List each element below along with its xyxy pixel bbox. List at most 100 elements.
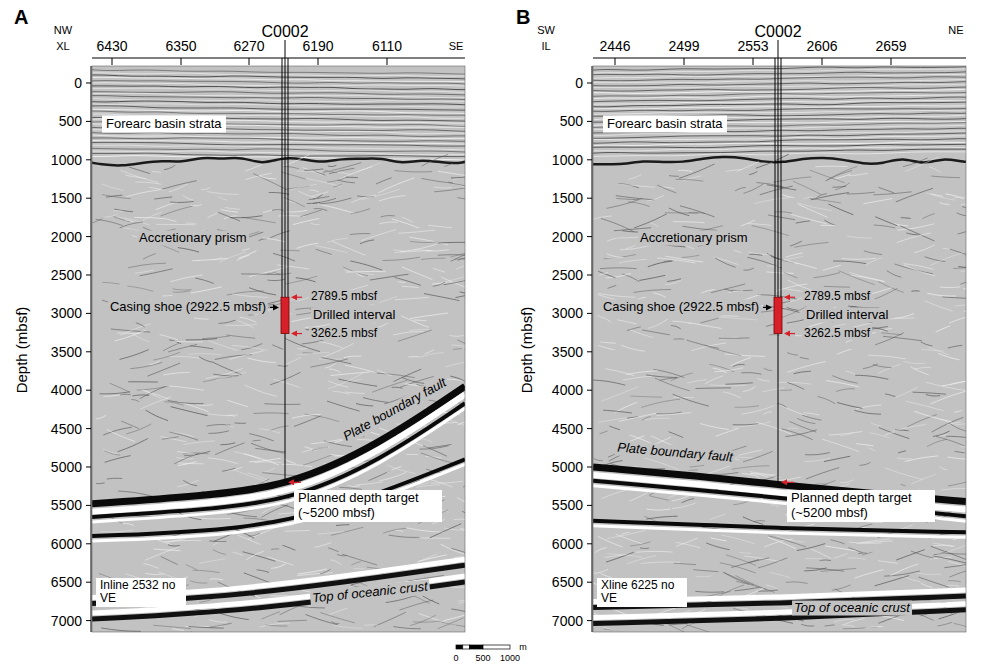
reflector — [669, 175, 679, 177]
reflector — [143, 212, 162, 220]
axis-tick — [86, 313, 91, 314]
reflector — [794, 371, 811, 373]
reflector — [921, 342, 933, 346]
reflector — [381, 216, 395, 217]
reflector — [164, 165, 175, 170]
reflector — [896, 188, 933, 202]
reflector — [362, 189, 400, 199]
tick-label: 6000 — [552, 536, 583, 552]
reflector — [601, 387, 638, 402]
axis-tick — [86, 505, 91, 506]
tick-label: 2500 — [552, 267, 583, 283]
reflector — [395, 530, 403, 532]
reflector — [307, 202, 320, 203]
reflector — [310, 223, 319, 224]
reflector — [374, 612, 406, 626]
reflector — [425, 350, 434, 354]
depth-axis — [91, 66, 92, 632]
reflector — [186, 339, 217, 340]
reflector — [731, 357, 751, 365]
reflector — [936, 326, 950, 332]
axis-tick — [615, 58, 616, 65]
reflector — [242, 249, 250, 251]
reflector — [875, 217, 897, 226]
reflector — [879, 428, 909, 439]
reflector — [278, 365, 288, 367]
reflector — [336, 524, 349, 526]
reflector — [183, 480, 197, 485]
reflector — [833, 261, 866, 264]
borehole — [288, 58, 289, 297]
reflector — [883, 336, 922, 340]
reflector — [927, 293, 956, 296]
drilled-interval — [281, 297, 289, 333]
scale-label: 500 — [475, 653, 490, 663]
reflector — [298, 569, 327, 574]
reflector — [752, 226, 789, 236]
reflector — [284, 198, 305, 207]
reflector — [960, 447, 966, 450]
reflector — [597, 316, 611, 323]
reflector — [925, 257, 946, 262]
reflector — [616, 196, 655, 200]
reflector — [246, 551, 263, 559]
reflector — [689, 465, 704, 467]
reflector — [955, 451, 965, 453]
reflector — [315, 543, 332, 548]
reflector — [188, 354, 222, 355]
reflector — [639, 275, 665, 280]
reflector — [672, 503, 695, 508]
arrow-head — [784, 294, 790, 300]
reflector — [221, 210, 238, 213]
reflector — [847, 192, 875, 194]
reflector — [858, 552, 867, 554]
reflector — [929, 167, 941, 173]
reflector — [933, 556, 966, 564]
reflector — [327, 401, 359, 411]
reflector — [743, 268, 753, 270]
reflector — [126, 424, 151, 434]
reflector — [433, 282, 445, 286]
reflector — [926, 382, 965, 390]
reflector — [833, 553, 847, 558]
axis-tick — [86, 275, 91, 276]
reflector — [107, 478, 122, 480]
reflector — [199, 357, 214, 363]
reflector — [351, 562, 360, 565]
reflector — [387, 467, 402, 473]
reflector — [241, 273, 281, 275]
reflector — [833, 186, 847, 187]
reflector — [735, 607, 748, 609]
unit-label: Accretionary prism — [137, 231, 249, 246]
reflector — [126, 190, 160, 197]
reflector — [105, 456, 131, 463]
reflector — [714, 368, 743, 372]
reflector — [186, 565, 198, 570]
reflector — [115, 330, 146, 341]
scale-label: 1000 — [500, 653, 520, 663]
tick-label: 3000 — [552, 305, 583, 321]
reflector — [213, 550, 226, 555]
crust-label: Top of oceanic crust — [792, 601, 912, 616]
tick-label: 6350 — [165, 38, 196, 54]
reflector — [747, 257, 781, 268]
depth-note: 2789.5 mbsf — [309, 290, 379, 304]
reflector — [161, 556, 178, 564]
reflector — [642, 416, 651, 420]
reflector — [259, 429, 280, 433]
reflector — [92, 81, 465, 86]
reflector — [346, 177, 357, 178]
reflector — [607, 257, 621, 258]
reflector — [261, 612, 280, 619]
axis-tick — [86, 543, 91, 544]
axis-tick — [86, 428, 91, 429]
reflector — [733, 364, 745, 366]
reflector — [395, 297, 429, 299]
borehole — [775, 58, 776, 297]
reflector — [895, 387, 918, 397]
reflector — [593, 152, 966, 157]
reflector — [914, 573, 941, 575]
reflector — [267, 557, 293, 565]
reflector — [689, 469, 698, 471]
reflector — [743, 387, 756, 392]
